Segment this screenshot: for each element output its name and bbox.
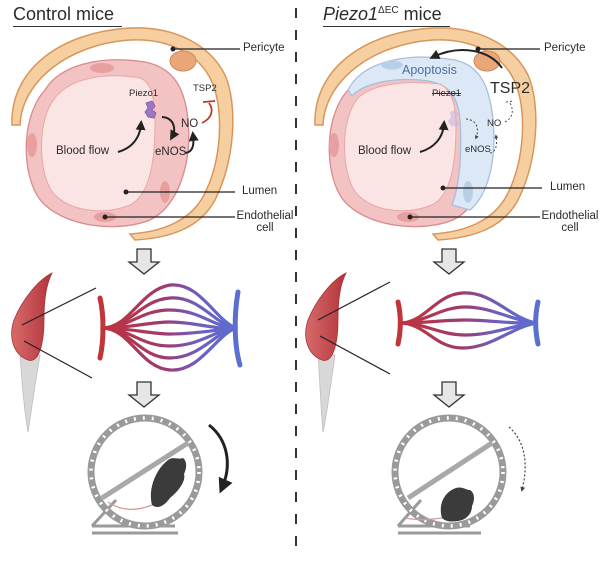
knockout-piezo1-faded xyxy=(448,110,459,127)
knockout-pericyte xyxy=(314,27,537,241)
control-label-pericyte: Pericyte xyxy=(243,42,285,54)
knockout-label-pericyte: Pericyte xyxy=(544,42,586,54)
knockout-tsp2-apoptosis-arrow xyxy=(429,49,503,69)
knockout-capillary xyxy=(398,321,538,337)
control-label-cell: cell xyxy=(256,222,274,234)
knockout-lumen xyxy=(344,82,457,212)
control-capillary xyxy=(100,326,238,360)
control-capillary-network xyxy=(97,283,243,372)
control-piezo1-channel xyxy=(144,100,157,119)
knockout-mouse-tail xyxy=(404,517,443,521)
control-capillary xyxy=(100,326,238,336)
control-lumen-dot xyxy=(123,189,129,195)
knockout-capillary-network xyxy=(395,291,541,350)
knockout-pericyte-dot xyxy=(475,46,481,52)
control-wheel-axle xyxy=(100,440,190,501)
control-blood-flow-arrow xyxy=(117,120,146,153)
control-muscle-belly xyxy=(11,272,53,361)
control-capillary xyxy=(100,326,238,348)
knockout-zoom-line-top xyxy=(317,281,391,321)
control-capillary xyxy=(100,283,238,330)
knockout-label-enos: eNOS xyxy=(465,144,491,155)
control-capillary xyxy=(100,320,238,330)
knockout-apoptotic-endothelium xyxy=(347,56,495,211)
control-pericyte-dot xyxy=(170,46,176,52)
knockout-label-tsp2: TSP2 xyxy=(490,80,531,97)
control-label-blood-flow: Blood flow xyxy=(56,145,110,157)
control-down-arrow-2 xyxy=(127,381,161,408)
knockout-mouse xyxy=(440,487,474,522)
knockout-ec-nucleus xyxy=(381,60,403,70)
control-tendon xyxy=(19,349,41,433)
knockout-endothelial-dot xyxy=(407,214,413,220)
knockout-enos-no-arrow xyxy=(489,134,499,154)
knockout-title-suffix: mice xyxy=(398,4,442,24)
control-pericyte xyxy=(11,27,234,241)
knockout-down-arrow-1 xyxy=(432,248,466,275)
knockout-piezo1-enos-arrow xyxy=(465,118,479,140)
control-tsp2-inhibition xyxy=(201,100,216,124)
knockout-capillary xyxy=(398,321,538,350)
knockout-title-superscript: ΔEC xyxy=(378,5,399,16)
knockout-muscle-belly xyxy=(305,272,347,361)
knockout-pericyte-nucleus xyxy=(473,50,501,72)
down-arrows xyxy=(127,248,466,408)
knockout-vessel xyxy=(314,27,542,241)
control-endothelial-dot xyxy=(102,214,108,220)
control-panel-title: Control mice xyxy=(13,4,123,27)
control-piezo1-enos-arrow xyxy=(161,116,180,141)
knockout-label-endothelial: Endothelial xyxy=(541,210,599,222)
control-capillary xyxy=(100,308,238,330)
knockout-capillary xyxy=(398,291,538,325)
control-running-wheel xyxy=(87,414,233,535)
control-ec-nucleus xyxy=(90,63,114,73)
knockout-wheel-rungs xyxy=(393,416,505,528)
control-zoom-line-top xyxy=(21,287,97,326)
knockout-capillary xyxy=(398,305,538,325)
control-label-enos: eNOS xyxy=(155,146,187,158)
control-running-arrow xyxy=(208,423,233,494)
control-down-arrow-1 xyxy=(127,248,161,275)
knockout-label-blood-flow: Blood flow xyxy=(358,145,412,157)
knockout-ec-nucleus xyxy=(329,133,339,157)
control-capillary xyxy=(100,296,238,330)
knockout-panel-title: Piezo1ΔEC mice xyxy=(323,4,450,27)
knockout-down-arrow-2 xyxy=(432,381,466,408)
knockout-blood-flow-arrow xyxy=(419,120,449,153)
control-mouse xyxy=(150,458,187,508)
control-mouse-tail xyxy=(107,501,153,510)
knockout-ec-nucleus xyxy=(463,181,473,203)
control-muscle xyxy=(11,272,97,433)
knockout-zoom-line-bottom xyxy=(319,335,391,375)
control-vessel xyxy=(11,27,240,241)
knockout-muscle xyxy=(305,272,391,433)
control-label-endothelial: Endothelial xyxy=(236,210,294,222)
control-label-lumen: Lumen xyxy=(242,185,278,197)
knockout-running-wheel xyxy=(391,414,526,535)
knockout-wheel-axle xyxy=(406,440,494,501)
control-wheel-rungs xyxy=(89,416,201,528)
knockout-lumen-dot xyxy=(440,185,446,191)
control-capillary xyxy=(100,326,238,372)
control-label-tsp2: TSP2 xyxy=(193,83,217,94)
control-ec-nucleus xyxy=(27,133,37,157)
knockout-label-piezo1: Piezo1 xyxy=(432,88,462,99)
knockout-tsp2-inhibition xyxy=(504,100,515,123)
knockout-tendon xyxy=(317,349,336,433)
control-zoom-line-bottom xyxy=(23,340,93,379)
control-lumen xyxy=(41,75,156,212)
knockout-running-arrow xyxy=(508,426,526,492)
knockout-label-no: NO xyxy=(487,118,502,129)
knockout-capillary xyxy=(398,318,538,325)
knockout-title-gene: Piezo1 xyxy=(323,4,379,24)
knockout-label-apoptosis: Apoptosis xyxy=(402,63,457,77)
control-label-piezo1: Piezo1 xyxy=(129,88,159,99)
control-enos-no-arrow xyxy=(184,131,199,154)
knockout-label-lumen: Lumen xyxy=(550,181,586,193)
knockout-label-cell: cell xyxy=(561,222,579,234)
control-label-no: NO xyxy=(181,118,199,130)
control-pericyte-nucleus xyxy=(169,50,197,72)
